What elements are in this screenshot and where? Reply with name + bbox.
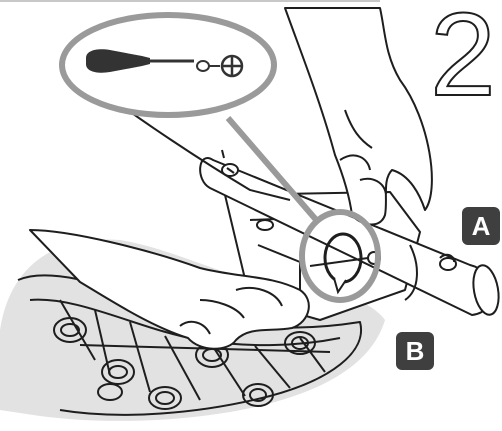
label-badge-a: A (462, 207, 500, 245)
tool-callout-bubble (62, 15, 274, 115)
step-number: 2 (424, 0, 502, 110)
label-badge-b: B (396, 332, 434, 370)
phillips-head-icon (222, 56, 242, 76)
right-hand (285, 8, 432, 224)
